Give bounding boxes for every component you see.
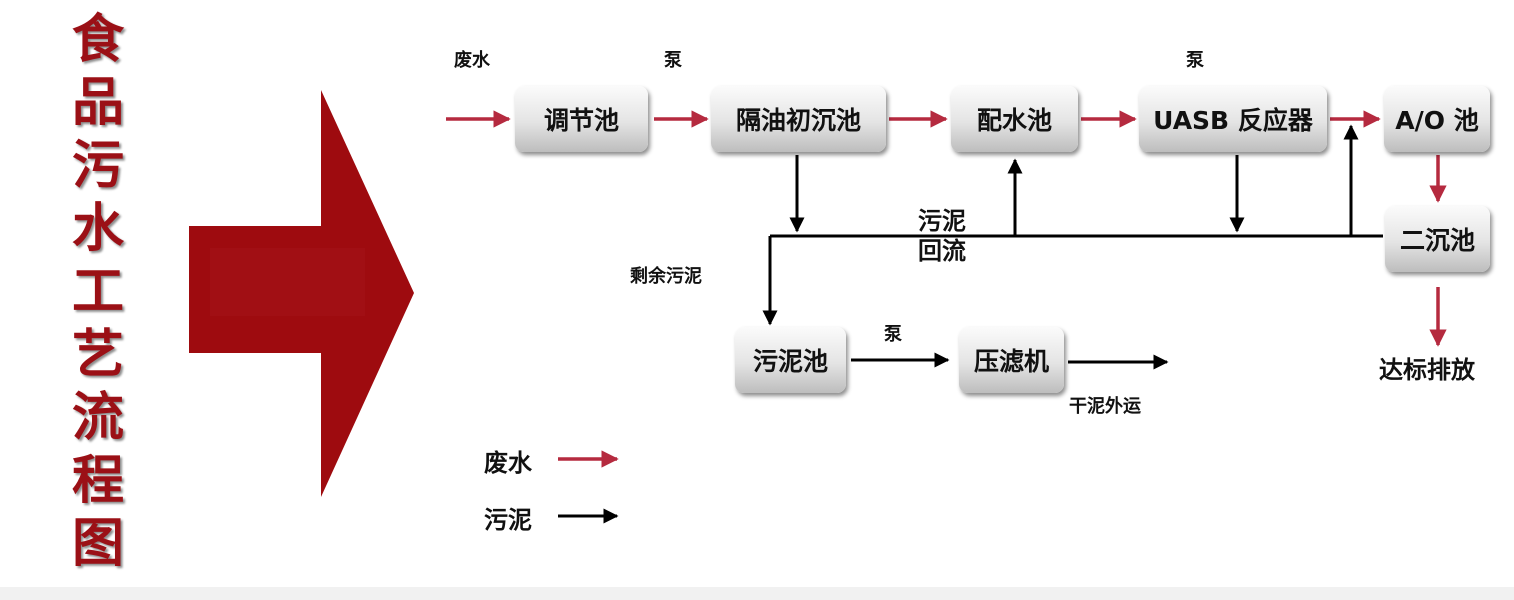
label-excess-sludge: 剩余污泥 xyxy=(630,266,702,287)
title-char: 程 xyxy=(71,450,124,511)
node-secondary-clarifier: 二沉池 xyxy=(1385,206,1490,272)
label-pump: 泵 xyxy=(884,324,902,345)
label-sludge-return-2: 回流 xyxy=(918,237,966,265)
vertical-title: 食 品 污 水 工 艺 流 程 图 xyxy=(58,8,138,575)
title-char: 流 xyxy=(71,387,124,448)
node-oil-separation-tank: 隔油初沉池 xyxy=(711,86,886,152)
label-sludge-return-1: 污泥 xyxy=(918,207,966,235)
label-pump: 泵 xyxy=(664,50,682,71)
label-wastewater-in: 废水 xyxy=(454,50,490,71)
node-regulating-tank: 调节池 xyxy=(515,86,648,152)
footer-strip xyxy=(0,587,1514,600)
title-char: 水 xyxy=(71,198,124,259)
title-char: 品 xyxy=(71,72,124,133)
legend-wastewater-label: 废水 xyxy=(484,449,532,477)
title-char: 污 xyxy=(71,135,124,196)
node-filter-press: 压滤机 xyxy=(959,327,1064,393)
title-char: 食 xyxy=(71,9,124,70)
node-sludge-tank: 污泥池 xyxy=(735,327,846,393)
node-uasb-reactor: UASB 反应器 xyxy=(1139,86,1327,152)
label-dry-sludge-out: 干泥外运 xyxy=(1069,396,1141,417)
title-char: 工 xyxy=(71,261,124,322)
node-distribution-tank: 配水池 xyxy=(951,86,1078,152)
legend-sludge-label: 污泥 xyxy=(484,506,532,534)
title-char: 图 xyxy=(71,513,124,574)
title-char: 艺 xyxy=(71,324,124,385)
label-pump: 泵 xyxy=(1186,50,1204,71)
label-discharge: 达标排放 xyxy=(1379,356,1475,384)
node-ao-tank: A/O 池 xyxy=(1384,86,1490,152)
